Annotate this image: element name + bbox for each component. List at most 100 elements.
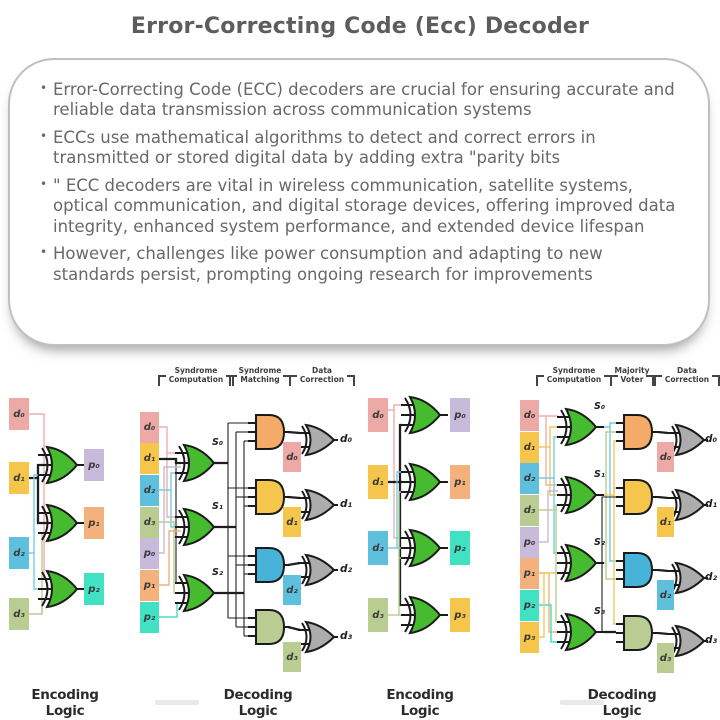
bit-box-p2: p₂ [450,531,470,565]
correction-xor-gate [667,489,709,521]
bracket-right [712,375,720,386]
xor-gate [400,596,449,634]
output-label-d3: d₃ [705,634,718,646]
bit-box-p0: p₀ [450,398,470,432]
caption-encoding-logic-2: Encoding Logic [386,687,454,719]
syndrome-xor-gate [556,613,605,651]
bit-box-d3: d₃ [9,598,29,630]
bracket-right [347,375,356,386]
bracket-left [535,375,544,386]
bullet-4: However, challenges like power consumpti… [40,244,684,285]
bracket-left [229,375,238,386]
syndrome-label-s2: S₂ [212,567,224,578]
bit-box-p1: p₁ [450,465,470,499]
correction-xor-gate [297,621,339,653]
bit-box-d3: d₃ [368,598,388,632]
tag-box-d3: d₃ [657,643,674,673]
syndrome-xor-gate [556,408,605,446]
bracket-left [653,375,662,386]
correction-xor-gate [667,424,709,456]
syndrome-label-s0: S₀ [594,401,606,412]
header-majority-voter: Majority Voter [602,366,662,386]
bit-box-p0: p₀ [520,527,539,558]
bit-box-d2: d₂ [520,463,539,494]
output-label-d2: d₂ [340,563,353,575]
bit-box-d0: d₀ [520,400,539,431]
syndrome-xor-gate [556,476,605,514]
syndrome-xor-gate [556,544,605,582]
tag-box-d3: d₃ [283,642,301,672]
voter-and-gate [615,552,659,588]
xor-gate [37,446,86,484]
bracket-right [646,375,655,386]
syndrome-label-s3: S₃ [594,606,606,617]
syndrome-label-s1: S₁ [594,469,606,480]
xor-gate [400,463,449,501]
bit-box-p3: p₃ [450,598,470,632]
caption-encoding-logic-1: Encoding Logic [31,687,99,719]
and-gate [247,609,291,645]
correction-xor-gate [667,625,709,657]
xor-gate [400,396,449,434]
bit-box-d2: d₂ [9,537,29,569]
output-label-d3: d₃ [340,630,353,642]
correction-xor-gate [297,489,339,521]
output-label-d2: d₂ [705,571,718,583]
voter-and-gate [615,479,659,515]
bit-box-d1: d₁ [140,443,159,474]
tag-box-d1: d₁ [657,507,674,537]
bullet-2: ECCs use mathematical algorithms to dete… [40,128,684,169]
bracket-left [157,375,166,386]
tag-box-d0: d₀ [283,442,301,472]
tag-box-d1: d₁ [283,507,301,537]
xor-gate [37,570,86,608]
panel2-wires [159,422,301,646]
bit-box-p2: p₂ [84,573,104,605]
bit-box-d2: d₂ [368,531,388,565]
output-label-d0: d₀ [340,433,353,445]
bit-box-d2: d₂ [140,475,159,506]
output-label-d1: d₁ [340,498,353,510]
bracket-left [609,375,618,386]
header-data-correction: Data Correction [288,366,356,386]
syndrome-xor-gate [174,508,223,546]
page-title: Error-Correcting Code (Ecc) Decoder [130,14,590,39]
bit-box-d3: d₃ [520,495,539,526]
bit-box-p2: p₂ [520,590,539,621]
caption-decoding-logic-2: Decoding Logic [587,687,657,719]
syndrome-xor-gate [174,574,223,612]
bullet-3: " ECC decoders are vital in wireless com… [40,176,684,237]
correction-xor-gate [297,554,339,586]
bit-box-d0: d₀ [368,398,388,432]
bit-box-d0: d₀ [140,412,159,443]
bit-box-p0: p₀ [140,538,159,569]
tag-box-d2: d₂ [283,575,301,605]
bit-box-p0: p₀ [84,449,104,481]
header-data-correction: Data Correction [653,366,720,386]
bit-box-d1: d₁ [520,432,539,463]
syndrome-label-s0: S₀ [212,437,224,448]
bit-box-d1: d₁ [9,462,29,494]
panel3-wires [388,404,402,616]
bit-box-p1: p₁ [520,558,539,589]
header-syndrome-computation: Syndrome Computation [156,366,236,386]
voter-and-gate [615,615,659,651]
bullet-1: Error-Correcting Code (ECC) decoders are… [40,80,684,121]
tag-box-d2: d₂ [657,580,674,610]
output-label-d0: d₀ [705,433,718,445]
bit-box-p1: p₁ [140,570,159,601]
bit-box-p3: p₃ [520,622,539,653]
watermark [560,700,604,705]
xor-gate [400,529,449,567]
bit-box-d1: d₁ [368,465,388,499]
summary-box: Error-Correcting Code (ECC) decoders are… [8,58,710,346]
bit-box-d3: d₃ [140,507,159,538]
output-label-d1: d₁ [705,498,718,510]
bit-box-d0: d₀ [9,398,29,430]
bit-box-p1: p₁ [84,507,104,539]
syndrome-label-s1: S₁ [212,501,224,512]
bullet-list: Error-Correcting Code (ECC) decoders are… [10,60,708,285]
voter-and-gate [615,414,659,450]
tag-box-d0: d₀ [657,442,674,472]
header-syndrome-matching: Syndrome Matching [226,366,294,386]
